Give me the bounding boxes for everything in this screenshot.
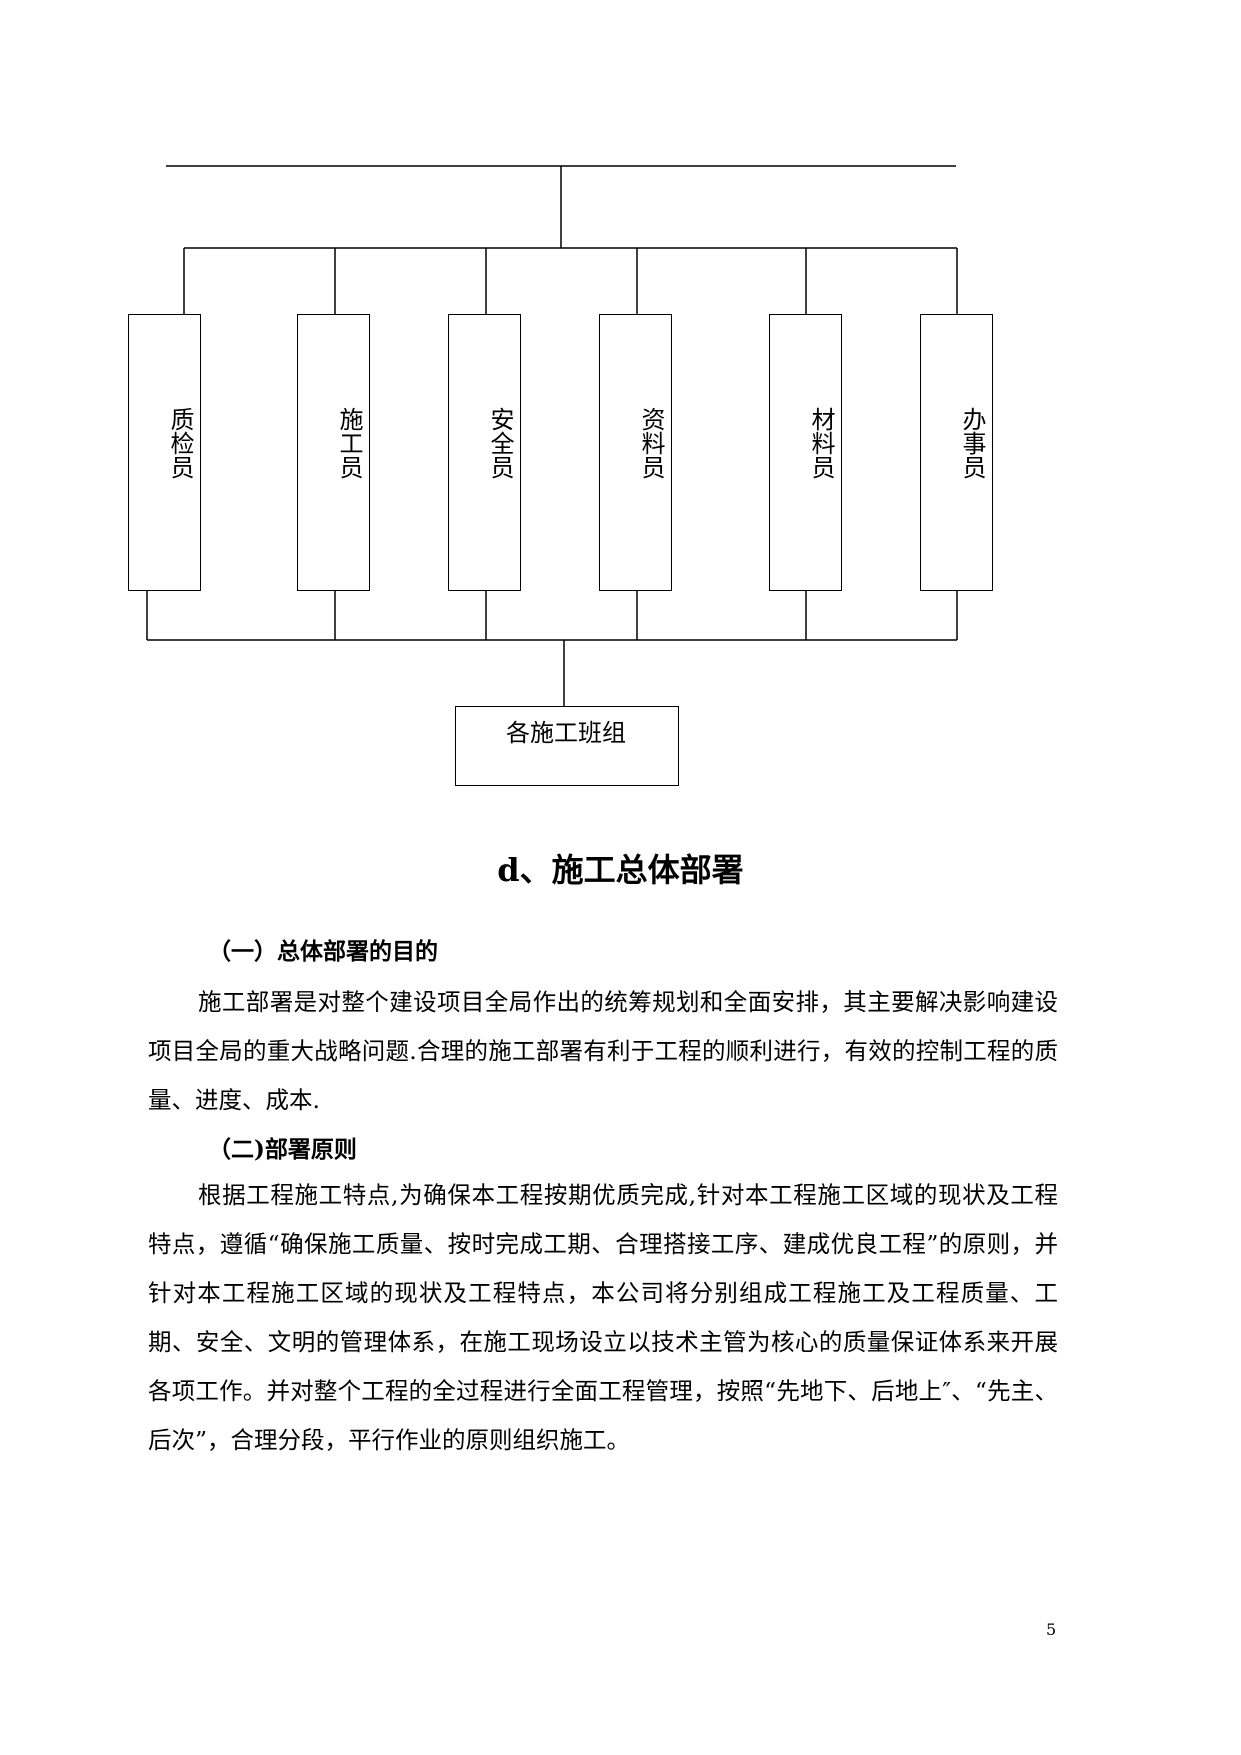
role-label: 资料员 [637,407,665,479]
section-heading: d、施工总体部署 [497,851,744,889]
role-label: 安全员 [486,407,514,479]
role-box-materials-officer: 材料员 [769,314,842,591]
role-label: 质检员 [166,407,194,479]
paragraph-purpose: 施工部署是对整个建设项目全局作出的统筹规划和全面安排，其主要解决影响建设项目全局… [148,988,1059,1114]
role-label: 施工员 [335,407,363,479]
paragraph-principles: 根据工程施工特点,为确保本工程按期优质完成,针对本工程施工区域的现状及工程特点，… [148,1181,1058,1454]
role-box-quality-inspector: 质检员 [128,314,201,591]
subsection-heading-principles: （二)部署原则 [208,1136,357,1163]
construction-teams-box: 各施工班组 [455,706,679,786]
role-box-documentation-clerk: 资料员 [599,314,672,591]
subsection-heading-purpose: （一）总体部署的目的 [208,938,438,965]
org-chart: 质检员 施工员 安全员 资料员 材料员 办事员 各施工班组 [0,0,1241,800]
role-label: 办事员 [958,407,986,479]
role-box-construction-worker: 施工员 [297,314,370,591]
page-number: 5 [1046,1620,1057,1639]
construction-teams-label: 各施工班组 [506,719,626,747]
org-chart-connectors [146,165,958,706]
role-box-office-clerk: 办事员 [920,314,993,591]
role-label: 材料员 [807,407,835,479]
role-box-safety-officer: 安全员 [448,314,521,591]
